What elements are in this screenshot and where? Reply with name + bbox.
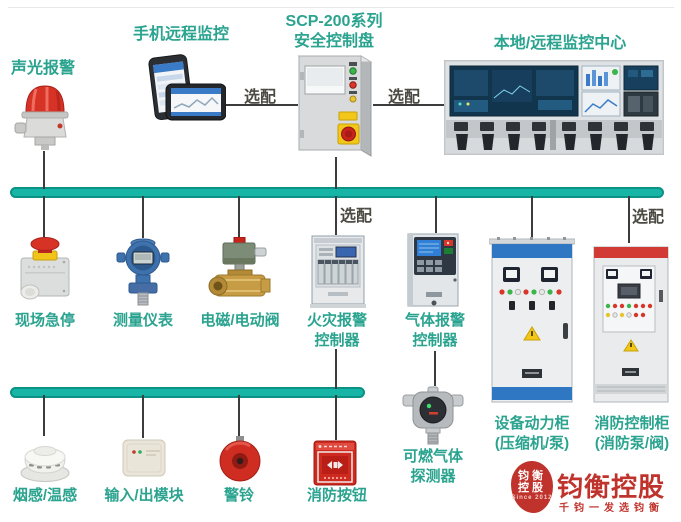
connector-bus1-firectrl <box>335 196 337 235</box>
connector-firectrl-bus2 <box>335 349 337 389</box>
optional-label-phone: 选配 <box>244 89 277 106</box>
smoke-sensor-label: 烟感/温感 <box>12 487 78 504</box>
seal-text-line2: 控股 <box>518 482 546 494</box>
connector-bus1-gasctrl <box>435 196 437 233</box>
power-cabinet-image <box>489 237 575 403</box>
gas-detector-image <box>402 386 464 445</box>
scp-panel-label: SCP-200系列 安全控制盘 <box>286 12 383 52</box>
scp-panel-label-line1: SCP-200系列 <box>285 13 383 30</box>
alarm-bell-label: 警铃 <box>223 487 255 504</box>
connector-panel-bus1 <box>335 157 337 189</box>
estop-image <box>20 237 70 300</box>
company-name: 钧衡控股 <box>557 473 666 502</box>
phone-monitoring-image <box>148 54 226 121</box>
connector-bus1-transmitter <box>142 196 144 238</box>
gas-controller-label-line2: 控制器 <box>412 332 458 349</box>
sound-light-alarm-label: 声光报警 <box>10 60 76 77</box>
optional-label-center: 选配 <box>388 89 421 106</box>
transmitter-image <box>116 238 170 306</box>
fire-controller-label-line2: 控制器 <box>314 332 360 349</box>
fire-cabinet-label-line1: 消防控制柜 <box>594 415 670 432</box>
optional-label-firecab: 选配 <box>632 209 665 226</box>
gas-controller-label-line1: 气体报警 <box>404 312 466 329</box>
connector-phone-panel <box>226 104 298 106</box>
connector-bus1-estop <box>43 196 45 237</box>
power-cabinet-label-line1: 设备动力柜 <box>494 415 570 432</box>
connector-bus1-powercab <box>531 196 533 238</box>
alarm-bell-image <box>219 436 261 482</box>
io-module-image <box>122 439 166 477</box>
bus-bar-bottom <box>10 387 365 398</box>
gas-detector-label: 可燃气体 探测器 <box>403 447 463 487</box>
connector-gasctrl-detector <box>434 351 436 386</box>
gas-controller-image <box>407 233 459 307</box>
gas-controller-label: 气体报警 控制器 <box>405 311 465 351</box>
connector-bus1-firecab <box>628 196 630 243</box>
sound-light-alarm-image <box>14 85 69 150</box>
connector-bus2-bell <box>238 395 240 437</box>
io-module-label: 输入/出模块 <box>104 487 184 504</box>
estop-label: 现场急停 <box>14 312 76 329</box>
fire-cabinet-label: 消防控制柜 (消防泵/阀) <box>594 414 669 454</box>
gas-detector-label-line2: 探测器 <box>410 468 456 485</box>
company-tagline: 千钧一发选钧衡 <box>559 503 664 514</box>
connector-bus2-smoke <box>43 395 45 436</box>
connector-bus2-io <box>142 395 144 438</box>
fire-controller-label: 火灾报警 控制器 <box>307 311 367 351</box>
fire-button-image <box>313 440 357 486</box>
connector-alarm-bus1 <box>43 151 45 189</box>
gas-detector-label-line1: 可燃气体 <box>402 448 464 465</box>
connector-bus1-valve <box>238 196 240 238</box>
company-seal: 钧衡 控股 Since 2012 <box>511 461 553 513</box>
valve-image <box>208 237 271 297</box>
scp-panel-label-line2: 安全控制盘 <box>293 33 374 50</box>
phone-monitoring-label: 手机远程监控 <box>132 26 230 43</box>
monitoring-center-image <box>444 60 664 155</box>
top-divider <box>8 7 674 8</box>
connector-panel-center <box>373 104 445 106</box>
monitoring-center-label: 本地/远程监控中心 <box>493 35 627 52</box>
fire-cabinet-image <box>593 246 669 403</box>
smoke-sensor-image <box>20 446 70 482</box>
seal-text-line1: 钧衡 <box>518 470 546 482</box>
optional-label-firectrl: 选配 <box>340 208 373 225</box>
connector-bus2-firebtn <box>335 395 337 440</box>
bus-bar-top <box>10 187 664 198</box>
fire-button-label: 消防按钮 <box>306 487 368 504</box>
valve-label: 电磁/电动阀 <box>200 312 280 329</box>
fire-controller-label-line1: 火灾报警 <box>306 312 368 329</box>
seal-subtext: Since 2012 <box>511 495 553 501</box>
power-cabinet-label: 设备动力柜 (压缩机/泵) <box>494 414 569 454</box>
power-cabinet-label-line2: (压缩机/泵) <box>494 435 570 452</box>
fire-cabinet-label-line2: (消防泵/阀) <box>594 435 670 452</box>
transmitter-label: 测量仪表 <box>112 312 174 329</box>
scp-panel-image <box>297 55 373 157</box>
fire-controller-image <box>310 235 366 308</box>
